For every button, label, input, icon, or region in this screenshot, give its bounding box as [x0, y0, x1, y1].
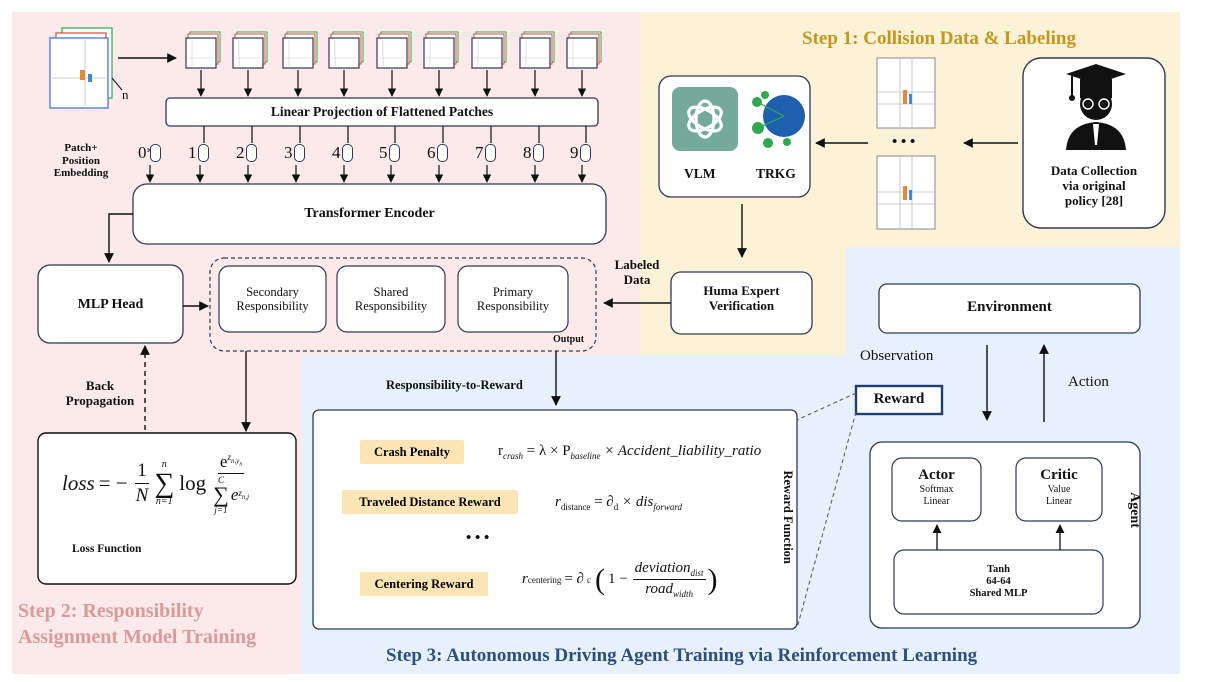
graduate-person-icon	[1066, 64, 1126, 150]
data-collection-label: Data Collection via original policy [28]	[1050, 163, 1138, 208]
critic-label: Critic Value Linear	[1040, 467, 1078, 507]
linear-projection-box	[165, 97, 599, 127]
step1-title: Step 1: Collision Data & Labeling	[802, 28, 1076, 49]
patch-slice	[519, 31, 555, 69]
responsibility-to-reward-label: Responsibility-to-Reward	[386, 378, 523, 392]
position-token: 7	[475, 143, 484, 162]
position-token: 1	[188, 143, 197, 162]
patch-slice	[566, 31, 602, 69]
output-label: Output	[553, 334, 585, 345]
shared-responsibility-box	[336, 265, 446, 333]
patch-slice	[185, 31, 221, 69]
reward-box	[854, 384, 944, 416]
vlm-label: VLM	[684, 166, 716, 181]
reward-label: Reward	[873, 391, 925, 407]
openai-logo-icon	[672, 87, 738, 151]
patch-embedding-pill	[342, 144, 353, 162]
environment-label: Environment	[967, 299, 1052, 315]
environment-box	[878, 283, 1141, 334]
step3-title: Step 3: Autonomous Driving Agent Trainin…	[386, 645, 978, 666]
crash-penalty-formula: rcrash = λ × Pbaseline × Accident_liabil…	[498, 443, 762, 461]
position-token: 9	[570, 143, 579, 162]
agent-label: Agent	[1127, 492, 1143, 528]
patch-count: n	[122, 87, 129, 102]
action-label: Action	[1068, 374, 1109, 390]
position-embedding-label: Patch+ Position Embedding	[53, 142, 109, 180]
reward-ellipsis: • • •	[466, 530, 490, 546]
crash-scene-thumbnail	[876, 155, 936, 230]
traveled-distance-tag: Traveled Distance Reward	[342, 490, 518, 514]
patch-slice	[423, 31, 459, 69]
mlp-head-box	[37, 264, 184, 344]
observation-label: Observation	[860, 348, 934, 364]
position-token: 6	[427, 143, 436, 162]
loss-function-label: Loss Function	[72, 543, 142, 555]
patch-embedding-pill	[389, 144, 400, 162]
token-connectors	[145, 70, 587, 183]
step2-title-line2: Assignment Model Training	[18, 626, 257, 648]
distance-reward-formula: rdistance = ∂d × disforward	[555, 494, 683, 512]
trkg-graph-icon	[752, 91, 805, 148]
patch-embedding-pill	[485, 144, 496, 162]
output-group-box	[209, 257, 597, 352]
patch-slice	[232, 31, 268, 69]
flattened-patches	[185, 31, 602, 69]
secondary-responsibility-box	[218, 265, 327, 333]
shared-mlp-label: Tanh 64-64 Shared MLP	[969, 564, 1028, 600]
trkg-label: TRKG	[756, 166, 796, 181]
patch-embedding-pill	[580, 144, 591, 162]
step2-title-line1: Step 2: Responsibility	[18, 600, 204, 622]
crash-scene-thumbnail	[876, 57, 936, 129]
patch-embedding-pill	[150, 144, 161, 162]
loss-formula: loss = − 1 N n ∑ n=1 log ezn,yn C ∑ j=1 …	[62, 452, 250, 515]
shared-mlp-box	[893, 549, 1104, 615]
centering-reward-tag: Centering Reward	[360, 572, 488, 596]
patch-slice	[376, 31, 412, 69]
reward-function-label: Reward Function	[781, 470, 796, 564]
linear-projection-label: Linear Projection of Flattened Patches	[270, 104, 494, 119]
position-token: 8	[523, 143, 532, 162]
critic-box	[1015, 457, 1103, 522]
thumbnail-ellipsis: • • •	[892, 134, 916, 150]
transformer-encoder-label: Transformer Encoder	[304, 206, 435, 221]
crash-penalty-tag: Crash Penalty	[360, 440, 464, 464]
position-token: 4	[332, 143, 341, 162]
primary-responsibility-box	[457, 265, 569, 333]
mlp-head-label: MLP Head	[77, 297, 144, 312]
patch-embedding-pill	[198, 144, 209, 162]
position-token: 5	[379, 143, 388, 162]
actor-box	[891, 457, 982, 522]
patch-slice	[328, 31, 364, 69]
actor-label: Actor Softmax Linear	[918, 467, 955, 507]
patch-stack-icon	[49, 27, 123, 109]
position-token: 2	[236, 143, 245, 162]
patch-embedding-pill	[533, 144, 544, 162]
loss-function-box	[37, 432, 297, 585]
patch-slice	[471, 31, 507, 69]
patch-embedding-pill	[246, 144, 257, 162]
patch-embedding-pill	[437, 144, 448, 162]
position-token: 3	[284, 143, 293, 162]
patch-slice	[282, 31, 318, 69]
patch-embedding-pill	[294, 144, 305, 162]
